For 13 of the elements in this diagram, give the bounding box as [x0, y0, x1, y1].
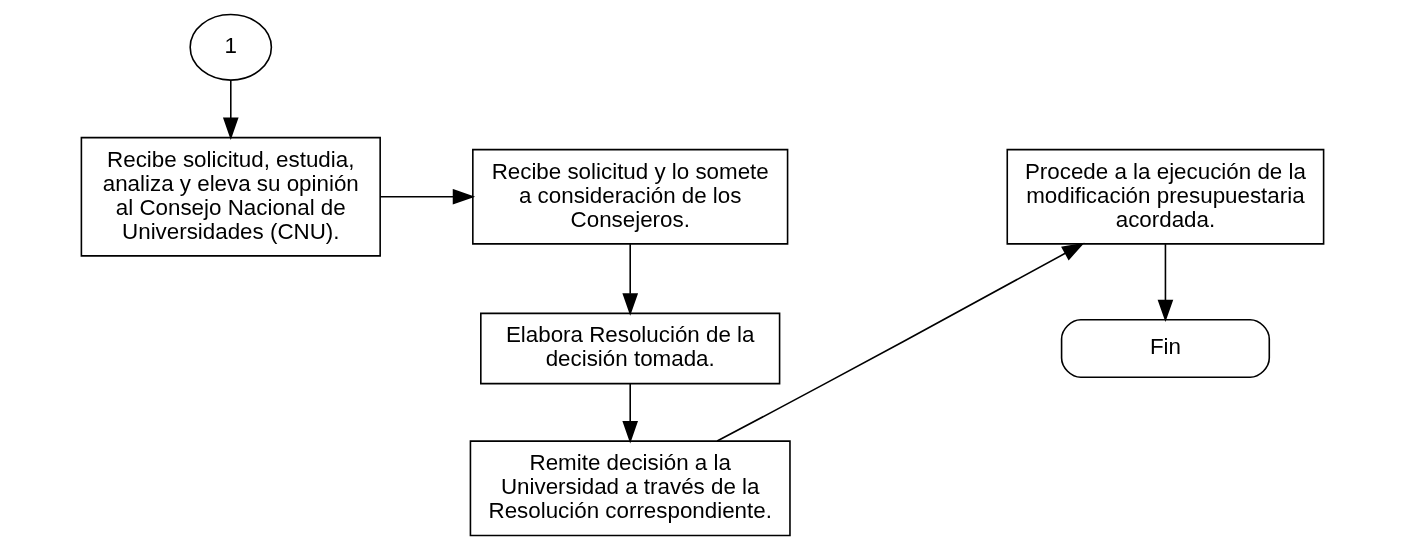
arrow — [716, 242, 1085, 442]
node-box: Remite decisión a la Universidad a través de la Resolución correspondiente. — [469, 440, 791, 537]
arrow — [622, 243, 639, 316]
arrow — [379, 188, 476, 205]
node-box: Recibe solicitud, estudia, analiza y eleva su opinión al Consejo Nacional de Universidades (CNU). — [80, 136, 381, 257]
node-ellipse: 1 — [189, 13, 273, 81]
arrow — [1157, 243, 1174, 323]
node-box: Fin — [1060, 318, 1271, 379]
node-box: Elabora Resolución de la decisión tomada. — [480, 312, 781, 385]
arrow — [622, 383, 639, 444]
node-box: Procede a la ejecución de la modificación presupuestaria acordada. — [1006, 148, 1325, 245]
arrow — [222, 79, 239, 140]
node-box: Recibe solicitud y lo somete a consideración de los Consejeros. — [472, 148, 789, 245]
